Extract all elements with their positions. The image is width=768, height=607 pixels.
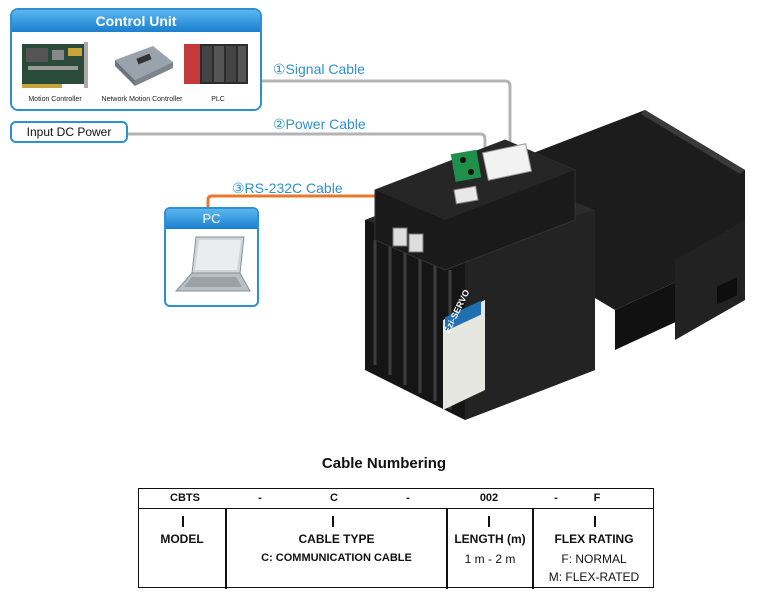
code-row: CBTS - C - 002 - F (139, 489, 653, 509)
column-header-cable-type: CABLE TYPE (298, 532, 375, 546)
code-part-model: CBTS (170, 492, 200, 504)
code-separator: - (258, 492, 262, 504)
code-separator: - (554, 492, 558, 504)
control-unit-title: Control Unit (12, 10, 260, 32)
tick-mark (332, 516, 334, 527)
device-label-plc: PLC (211, 96, 225, 103)
servo-motor-icon: Ezi-SERVO (365, 110, 745, 420)
code-separator: - (406, 492, 410, 504)
length-value: 1 m - 2 m (464, 552, 516, 566)
power-cable-line (128, 132, 487, 160)
flex-rating-normal: F: NORMAL (561, 552, 627, 566)
signal-cable-line (262, 79, 512, 150)
rs232c-cable-label: ③RS-232C Cable (232, 180, 343, 196)
pc-panel: PC (164, 207, 259, 307)
tick-mark (488, 516, 490, 527)
column-divider (446, 509, 448, 589)
column-header-model: MODEL (160, 532, 204, 546)
cable-numbering-title: Cable Numbering (321, 455, 447, 472)
column-divider (532, 509, 534, 589)
tick-mark (182, 516, 184, 527)
laptop-icon (174, 236, 251, 292)
network-controller-module-icon (115, 46, 173, 86)
device-label-motion-controller: Motion Controller (28, 96, 82, 103)
power-cable-label: ②Power Cable (273, 116, 366, 132)
flex-rating-flex-rated: M: FLEX-RATED (548, 570, 640, 584)
code-part-length: 002 (479, 492, 499, 504)
cable-type-value: C: COMMUNICATION CABLE (261, 552, 412, 564)
signal-cable-label: ①Signal Cable (273, 61, 365, 77)
pc-title: PC (166, 209, 257, 229)
cable-numbering-table: CBTS - C - 002 - F MODEL CABLE TYPE LENG… (138, 488, 654, 589)
column-header-flex-rating: FLEX RATING (554, 532, 634, 546)
column-divider (225, 509, 227, 589)
plc-rack-icon (184, 44, 248, 84)
code-part-type: C (330, 492, 338, 504)
motion-controller-card-icon (22, 42, 88, 88)
rs232c-cable-line (206, 194, 462, 207)
tick-mark (594, 516, 596, 527)
device-label-network-motion-controller: Network Motion Controller (101, 96, 183, 103)
column-header-length: LENGTH (m) (454, 532, 526, 546)
input-dc-power-box: Input DC Power (10, 121, 128, 143)
code-part-flex: F (593, 492, 601, 504)
control-unit-panel: Control Unit Motion Controller Network M… (10, 8, 262, 111)
